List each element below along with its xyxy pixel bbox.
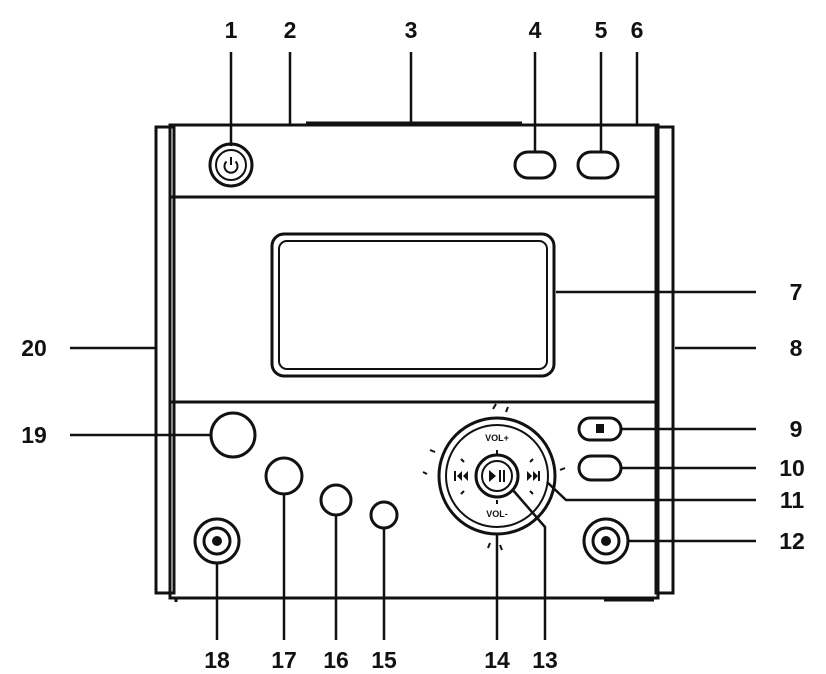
top-button-4[interactable] — [513, 150, 557, 180]
top-button-5[interactable] — [576, 150, 620, 180]
callout-3: 3 — [405, 17, 418, 43]
power-icon — [223, 157, 239, 174]
callout-11: 11 — [780, 487, 805, 513]
round-button-16[interactable] — [319, 483, 353, 517]
callout-18: 18 — [204, 647, 230, 673]
callout-5: 5 — [595, 17, 608, 43]
callout-12: 12 — [779, 528, 805, 554]
jack-12[interactable] — [582, 517, 630, 565]
navigation-dial[interactable]: VOL+ VOL- — [422, 403, 566, 551]
round-button-19[interactable] — [209, 411, 257, 459]
callout-19: 19 — [21, 422, 47, 448]
callout-20: 20 — [21, 335, 47, 361]
callout-14: 14 — [484, 647, 510, 673]
vol-down-label: VOL- — [486, 509, 508, 519]
dial-ticks — [422, 403, 566, 551]
right-side-bar — [654, 125, 675, 595]
left-side-bar — [154, 125, 176, 595]
callout-7: 7 — [790, 279, 803, 305]
round-button-15[interactable] — [369, 500, 399, 530]
stop-icon — [596, 424, 604, 433]
device-body — [154, 121, 675, 602]
callout-9: 9 — [790, 416, 803, 442]
leader-lines — [70, 52, 756, 640]
skip-previous-icon — [454, 471, 468, 481]
callout-4: 4 — [529, 17, 542, 43]
play-pause-icon — [489, 470, 505, 482]
callout-15: 15 — [371, 647, 397, 673]
callout-6: 6 — [631, 17, 644, 43]
callout-8: 8 — [790, 335, 803, 361]
power-button[interactable] — [208, 142, 254, 188]
callout-13: 13 — [532, 647, 558, 673]
play-pause-button[interactable] — [474, 453, 520, 499]
round-button-17[interactable] — [264, 456, 304, 496]
callout-16: 16 — [323, 647, 349, 673]
callout-1: 1 — [225, 17, 238, 43]
stop-button[interactable] — [577, 416, 623, 442]
callout-2: 2 — [284, 17, 297, 43]
lcd-display — [270, 232, 556, 378]
callout-labels: 1 2 3 4 5 6 7 8 9 10 11 12 13 14 15 16 1… — [21, 17, 805, 673]
callout-17: 17 — [271, 647, 297, 673]
jack-18[interactable] — [193, 517, 241, 565]
vol-up-label: VOL+ — [485, 433, 509, 443]
skip-next-icon — [527, 471, 540, 481]
callout-10: 10 — [779, 455, 805, 481]
button-10[interactable] — [577, 454, 623, 482]
